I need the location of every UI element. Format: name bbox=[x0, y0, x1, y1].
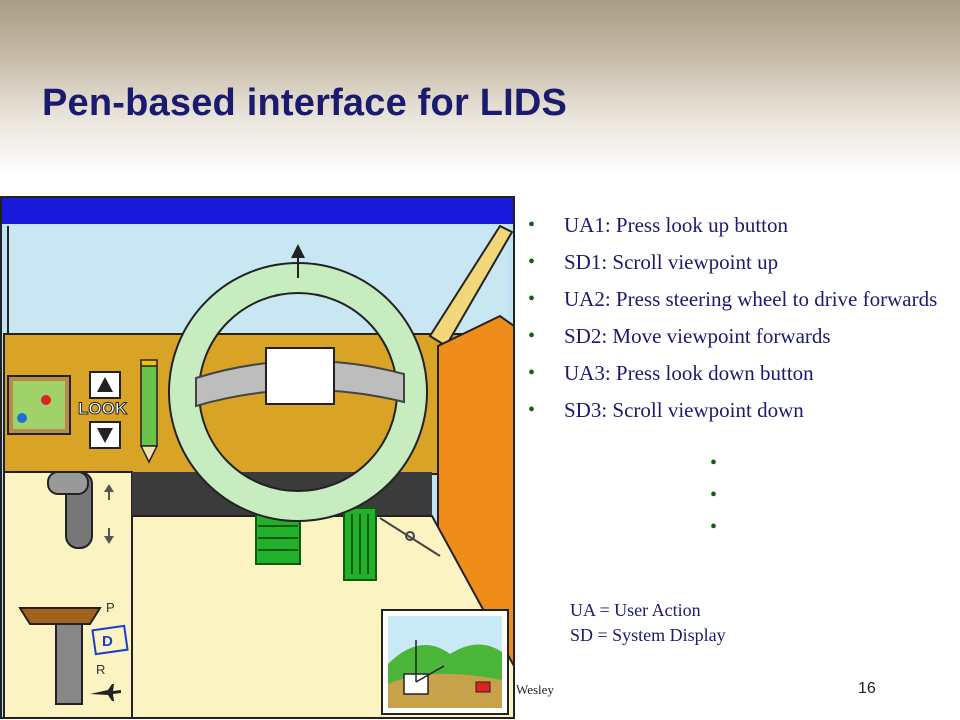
footer-text: Wesley bbox=[516, 682, 554, 697]
gear-r: R bbox=[96, 662, 105, 677]
bullet-dot: • bbox=[528, 325, 536, 347]
list-item: •SD1: Scroll viewpoint up bbox=[528, 250, 779, 274]
plane-icons bbox=[104, 484, 114, 544]
gear-p: P bbox=[106, 600, 115, 615]
list-item: •UA3: Press look down button bbox=[528, 361, 814, 385]
list-item: •UA1: Press look up button bbox=[528, 213, 789, 237]
list-item: •SD2: Move viewpoint forwards bbox=[528, 324, 831, 348]
sky-bar bbox=[2, 198, 513, 224]
action-display-list: •UA1: Press look up button •SD1: Scroll … bbox=[528, 212, 948, 434]
steering-hub bbox=[265, 347, 335, 405]
legend-sd: SD = System Display bbox=[570, 625, 726, 645]
bullet-dot: • bbox=[528, 362, 536, 384]
bullet-dot: • bbox=[528, 251, 536, 273]
continuation-dots: • • • bbox=[710, 452, 718, 538]
legend-ua: UA = User Action bbox=[570, 600, 701, 620]
gear-handle bbox=[18, 607, 102, 625]
look-label: LOOK bbox=[78, 399, 128, 418]
a-pillar bbox=[428, 224, 514, 348]
page-number: 16 bbox=[858, 680, 876, 697]
gear-d-box bbox=[91, 624, 129, 656]
bullet-dot: • bbox=[528, 399, 536, 421]
lids-car-interior-illustration: LOOK P D R bbox=[0, 196, 515, 719]
legend: UA = User Action SD = System Display bbox=[570, 598, 726, 648]
list-item: •SD3: Scroll viewpoint down bbox=[528, 398, 804, 422]
gear-d: D bbox=[102, 633, 113, 650]
bullet-dot: • bbox=[528, 214, 536, 236]
bullet-dot: • bbox=[528, 288, 536, 310]
plane-icon-lower bbox=[90, 684, 121, 701]
gear-shaft bbox=[55, 623, 83, 705]
list-item: •UA2: Press steering wheel to drive forw… bbox=[528, 287, 938, 311]
pen-icon bbox=[140, 363, 158, 447]
slide-title: Pen-based interface for LIDS bbox=[42, 82, 568, 124]
